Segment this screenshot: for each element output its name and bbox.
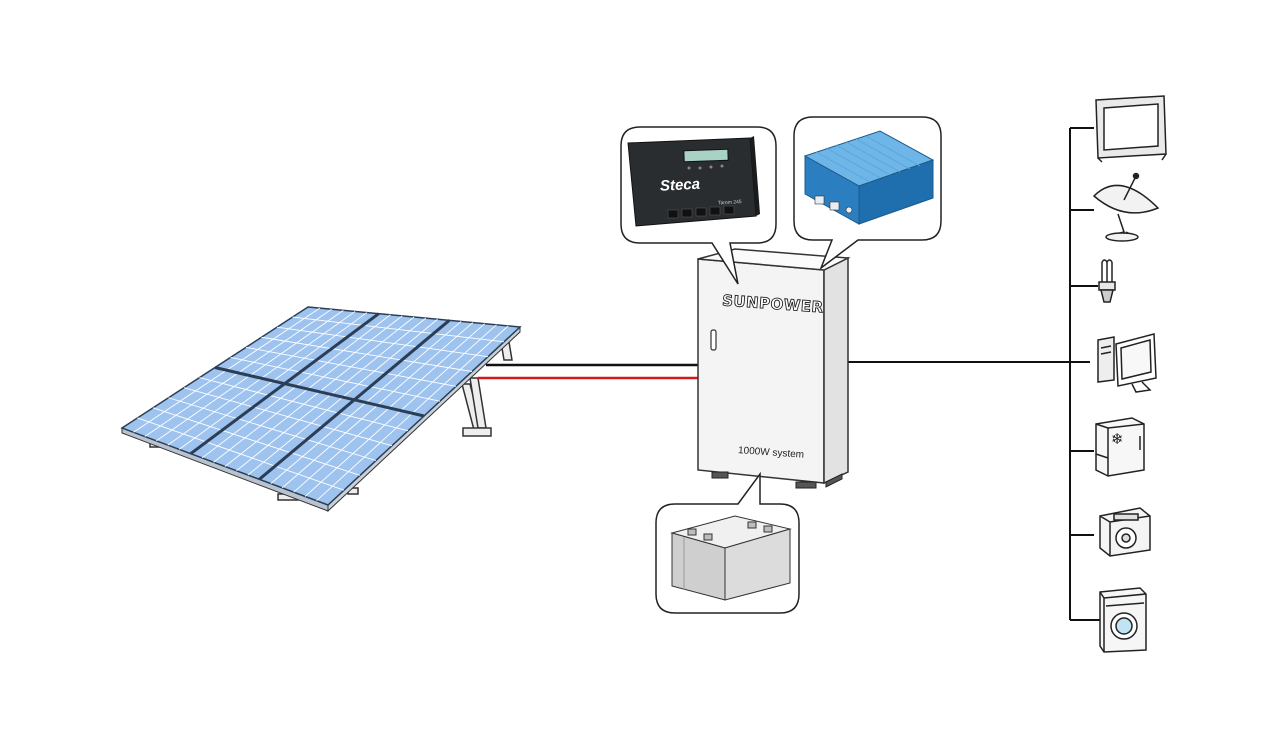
cabinet-side (823, 256, 849, 485)
battery-terminals (687, 521, 773, 541)
dc-wires (478, 363, 700, 380)
inverter-callout (793, 116, 942, 271)
panel-grid-line (261, 336, 473, 372)
controller-brand-label: Steca (660, 176, 701, 195)
controller-model-label: Tarom 245 (718, 199, 742, 206)
cabinet-feet (711, 471, 843, 489)
panel-module-dividers (189, 312, 451, 481)
battery-callout (655, 471, 800, 614)
cfl-bulb-icon (1098, 259, 1116, 303)
snowflake-icon: ❄ (1111, 431, 1124, 448)
generator-icon (1099, 507, 1151, 557)
cabinet-door-handle (710, 329, 717, 351)
panel-grid-line (276, 326, 489, 358)
control-cabinet: SUNPOWER 1000W system (697, 248, 851, 489)
satellite-dish-icon (1092, 172, 1160, 242)
inverter-outlets (814, 195, 853, 214)
panel-grid-line (214, 366, 425, 418)
power-inverter (803, 130, 935, 225)
panel-grid-line (152, 407, 361, 476)
solar-panel-array (120, 306, 522, 513)
panel-grid-line (292, 316, 505, 343)
battery-bank (670, 515, 792, 601)
refrigerator-icon: ❄ (1095, 417, 1145, 477)
panel-grid-line (199, 377, 409, 432)
controller-lcd-screen (683, 148, 729, 163)
charge-controller: Steca Tarom 245 (627, 136, 760, 227)
controller-terminals (667, 205, 735, 219)
panel-grid-line (137, 417, 345, 491)
panel-grid-line (183, 387, 393, 447)
ac-distribution-bus (848, 127, 1100, 621)
panel-grid-line (230, 356, 441, 402)
load-appliances: ❄ (1092, 95, 1167, 653)
charge-controller-callout: Steca Tarom 245 (620, 126, 777, 285)
panel-grid-line (245, 346, 457, 387)
television-icon (1095, 95, 1167, 163)
panel-grid-line (168, 397, 377, 461)
washing-machine-icon (1099, 587, 1147, 653)
desktop-computer-icon (1097, 333, 1157, 393)
cabinet-system-label: 1000W system (738, 445, 805, 461)
